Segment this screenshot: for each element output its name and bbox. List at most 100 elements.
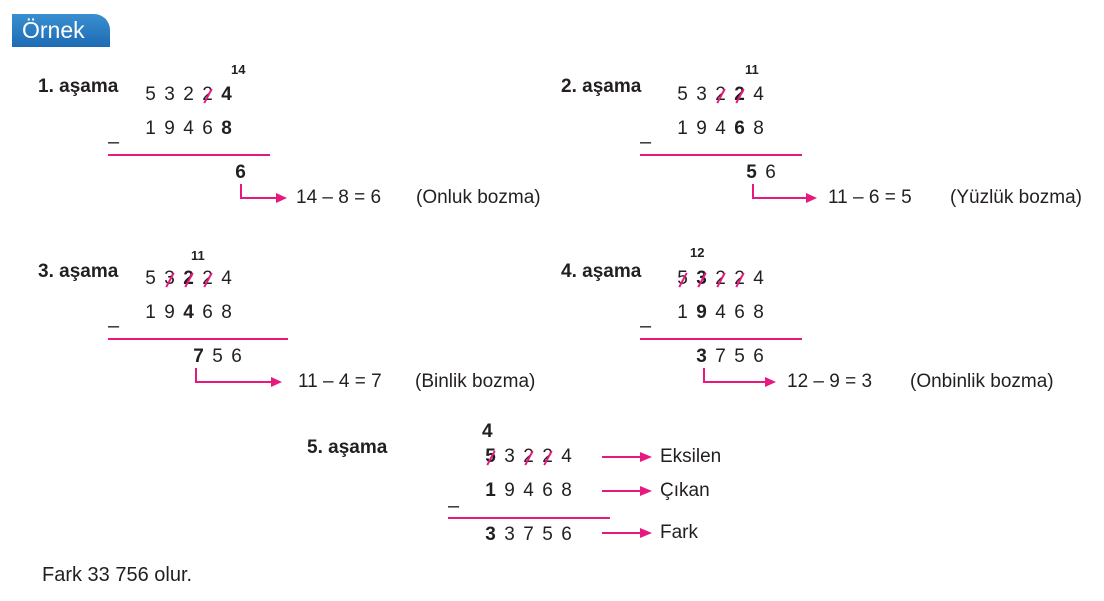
stage-3-minuend: 53224: [141, 268, 236, 290]
subtraction-line: [108, 338, 288, 340]
crossed-digit: 2: [198, 84, 217, 106]
digit: 1: [485, 480, 496, 501]
conclusion-text: Fark 33 756 olur.: [42, 564, 193, 586]
digit: 6: [561, 524, 572, 545]
crossed-digit: 2: [711, 84, 730, 106]
digit: 6: [734, 118, 745, 139]
digit: 8: [561, 480, 572, 501]
digit: 4: [753, 268, 764, 289]
arrow-right-icon: [602, 486, 652, 496]
digit: 5: [212, 346, 223, 367]
stage-1-minuend: 53224: [141, 84, 236, 106]
digit: 5: [677, 84, 688, 105]
stage-4-label: 4. aşama: [561, 261, 642, 282]
digit: 6: [734, 302, 745, 323]
minus-sign: –: [448, 495, 460, 517]
digit: 7: [193, 346, 204, 367]
digit: 6: [765, 162, 776, 183]
digit: 5: [542, 524, 553, 545]
arrow-right-icon: [602, 452, 652, 462]
digit: 8: [221, 118, 232, 139]
digit: 5: [145, 84, 156, 105]
digit: 9: [504, 480, 515, 501]
crossed-digit: 3: [160, 268, 179, 290]
subtraction-line: [108, 154, 270, 156]
digit: 9: [164, 302, 175, 323]
stage-1-note: (Onluk bozma): [416, 187, 541, 208]
digit: 4: [183, 118, 194, 139]
digit: 3: [696, 84, 707, 105]
stage-3-label: 3. aşama: [38, 261, 119, 282]
crossed-digit: 3: [692, 268, 711, 290]
digit: 3: [504, 446, 515, 467]
arrow-icon: [195, 368, 282, 387]
digit: 2: [183, 84, 194, 105]
digit: 4: [221, 84, 232, 105]
example-badge: Örnek: [12, 14, 110, 47]
stage-5-minuend: 53224: [481, 446, 576, 468]
stage-4-minuend: 53224: [673, 268, 768, 290]
digit: 4: [715, 302, 726, 323]
term-difference: Fark: [660, 522, 698, 543]
digit: 6: [542, 480, 553, 501]
subtraction-line: [640, 338, 802, 340]
crossed-digit: 2: [198, 268, 217, 290]
digit: 3: [485, 524, 496, 545]
arrow-icon: [703, 368, 776, 387]
stage-4-note: (Onbinlik bozma): [910, 371, 1054, 392]
digit: 5: [746, 162, 757, 183]
digit: 1: [145, 302, 156, 323]
digit: 6: [202, 302, 213, 323]
stage-2-formula: 11 – 6 = 5: [828, 187, 912, 208]
crossed-digit: 2: [179, 268, 198, 290]
digit: 7: [523, 524, 534, 545]
digit: 4: [715, 118, 726, 139]
subtraction-line: [448, 517, 610, 519]
stage-5-borrow: 4: [482, 421, 493, 442]
crossed-digit: 5: [481, 446, 500, 468]
crossed-digit: 2: [519, 446, 538, 468]
digit: 8: [753, 118, 764, 139]
crossed-digit: 2: [730, 268, 749, 290]
term-minuend: Eksilen: [660, 446, 722, 467]
stage-4-formula: 12 – 9 = 3: [787, 371, 873, 392]
arrow-right-icon: [602, 528, 652, 538]
stage-3-borrow: 11: [191, 248, 205, 263]
minus-sign: –: [108, 131, 120, 153]
minus-sign: –: [640, 315, 652, 337]
stage-2-borrow: 11: [745, 62, 759, 77]
digit: 9: [164, 118, 175, 139]
arrow-icon: [752, 184, 817, 203]
digit: 3: [696, 346, 707, 367]
term-subtrahend: Çıkan: [660, 480, 710, 501]
digit: 4: [753, 84, 764, 105]
digit: 4: [561, 446, 572, 467]
crossed-digit: 2: [711, 268, 730, 290]
crossed-digit: 2: [730, 84, 749, 106]
digit: 6: [753, 346, 764, 367]
digit: 6: [202, 118, 213, 139]
stage-4-borrow: 12: [690, 245, 705, 260]
minus-sign: –: [640, 131, 652, 153]
digit: 1: [677, 118, 688, 139]
digit: 5: [145, 268, 156, 289]
digit: 6: [231, 346, 242, 367]
minus-sign: –: [108, 315, 120, 337]
stage-1-result: 6: [231, 162, 250, 184]
digit: 3: [164, 84, 175, 105]
digit: 1: [145, 118, 156, 139]
digit: 5: [734, 346, 745, 367]
stage-2-minuend: 53224: [673, 84, 768, 106]
digit: 8: [753, 302, 764, 323]
stage-1-label: 1. aşama: [38, 76, 119, 97]
stage-1-borrow: 14: [231, 62, 246, 77]
stage-5-label: 5. aşama: [307, 437, 388, 458]
digit: 9: [696, 118, 707, 139]
